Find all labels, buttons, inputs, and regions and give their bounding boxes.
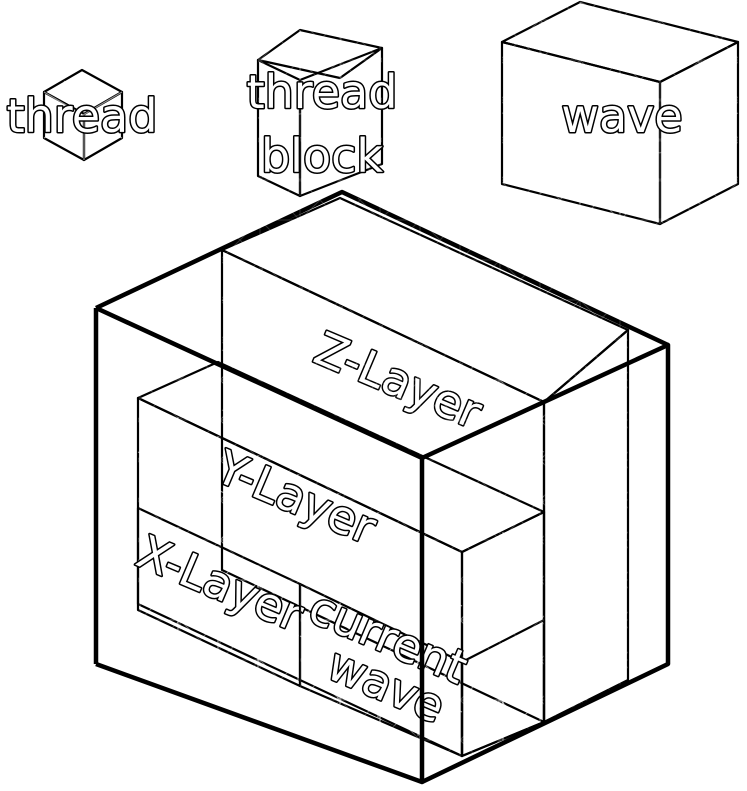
thread-block-label-line1: thread	[247, 65, 398, 119]
wave-box	[500, 0, 740, 226]
thread-cube	[42, 68, 124, 162]
thread-label: thread	[7, 89, 158, 143]
wave-label: wave	[561, 89, 682, 143]
x-layer-block	[136, 506, 302, 688]
thread-block-label-line2: block	[261, 129, 383, 183]
thread-block-cube	[256, 28, 384, 198]
grid-frame-front	[95, 305, 671, 785]
